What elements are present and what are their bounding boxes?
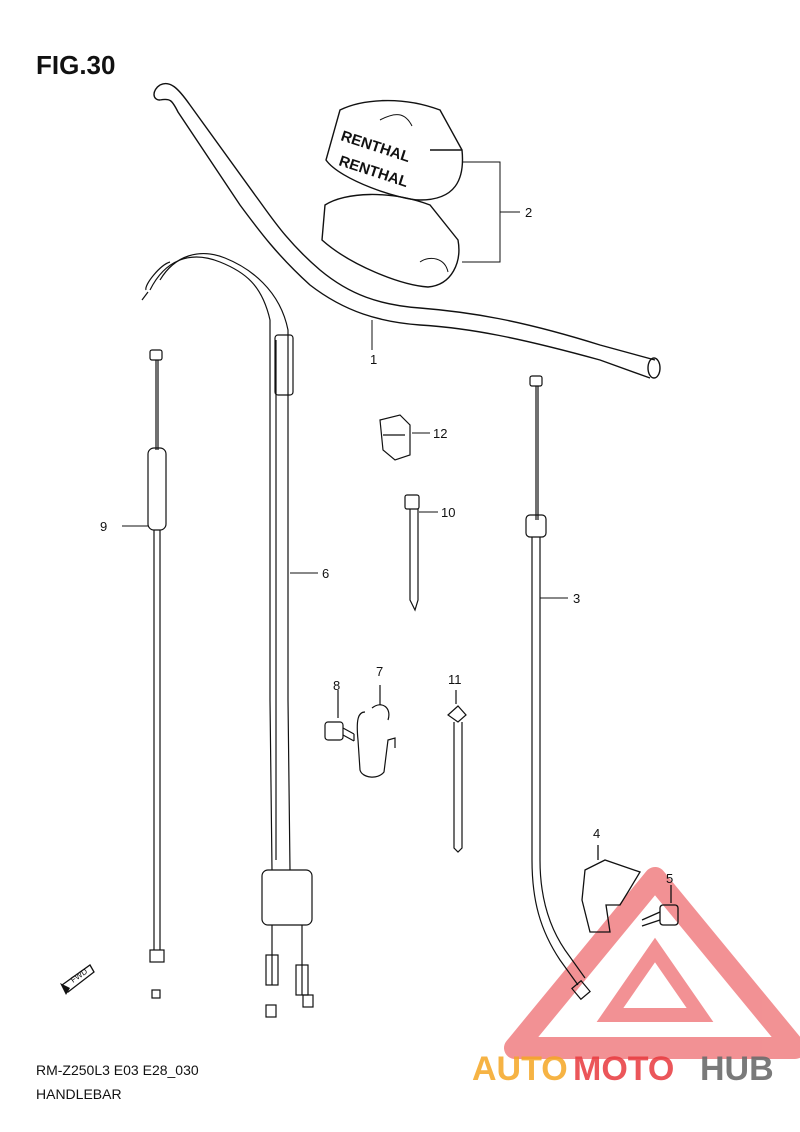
bolt-8-part bbox=[324, 690, 355, 742]
callout-5: 5 bbox=[666, 871, 673, 886]
forward-arrow-icon bbox=[60, 964, 95, 995]
callout-3: 3 bbox=[573, 591, 580, 606]
callout-bracket-2 bbox=[462, 161, 520, 263]
callout-8: 8 bbox=[333, 678, 340, 693]
callout-7: 7 bbox=[376, 664, 383, 679]
watermark-text: AUTO MOTO HUB bbox=[472, 1050, 774, 1088]
watermark-part1: AUTO bbox=[472, 1050, 568, 1088]
callout-2: 2 bbox=[525, 205, 532, 220]
bolt-5-part bbox=[641, 885, 679, 927]
cable-bracket-4-part bbox=[581, 845, 641, 933]
model-code: RM-Z250L3 E03 E28_030 bbox=[36, 1062, 199, 1078]
handlebar-part bbox=[153, 82, 661, 379]
callout-6: 6 bbox=[322, 566, 329, 581]
callout-1: 1 bbox=[370, 352, 377, 367]
watermark-part3: HUB bbox=[700, 1050, 774, 1088]
clamp-12-part bbox=[379, 414, 411, 461]
callout-4: 4 bbox=[593, 826, 600, 841]
callout-9: 9 bbox=[100, 519, 107, 534]
cable-tie-10-part bbox=[404, 494, 420, 612]
watermark-triangle-icon bbox=[504, 867, 800, 1059]
callout-11: 11 bbox=[448, 672, 462, 687]
handlebar-pad-cover bbox=[325, 99, 464, 201]
callout-10: 10 bbox=[441, 505, 455, 520]
handlebar-pad-foam bbox=[321, 193, 460, 288]
callout-12: 12 bbox=[433, 426, 447, 441]
diagram-name: HANDLEBAR bbox=[36, 1086, 122, 1102]
figure-title: FIG.30 bbox=[36, 50, 116, 80]
clutch-cable bbox=[525, 375, 591, 1001]
forward-badge-text: FWD bbox=[69, 967, 89, 985]
cable-tie-11-part bbox=[447, 690, 467, 853]
cable-9 bbox=[147, 349, 167, 999]
clip-7-part bbox=[356, 685, 396, 778]
throttle-cable-assembly bbox=[141, 253, 314, 1018]
watermark-part2: MOTO bbox=[573, 1050, 674, 1088]
